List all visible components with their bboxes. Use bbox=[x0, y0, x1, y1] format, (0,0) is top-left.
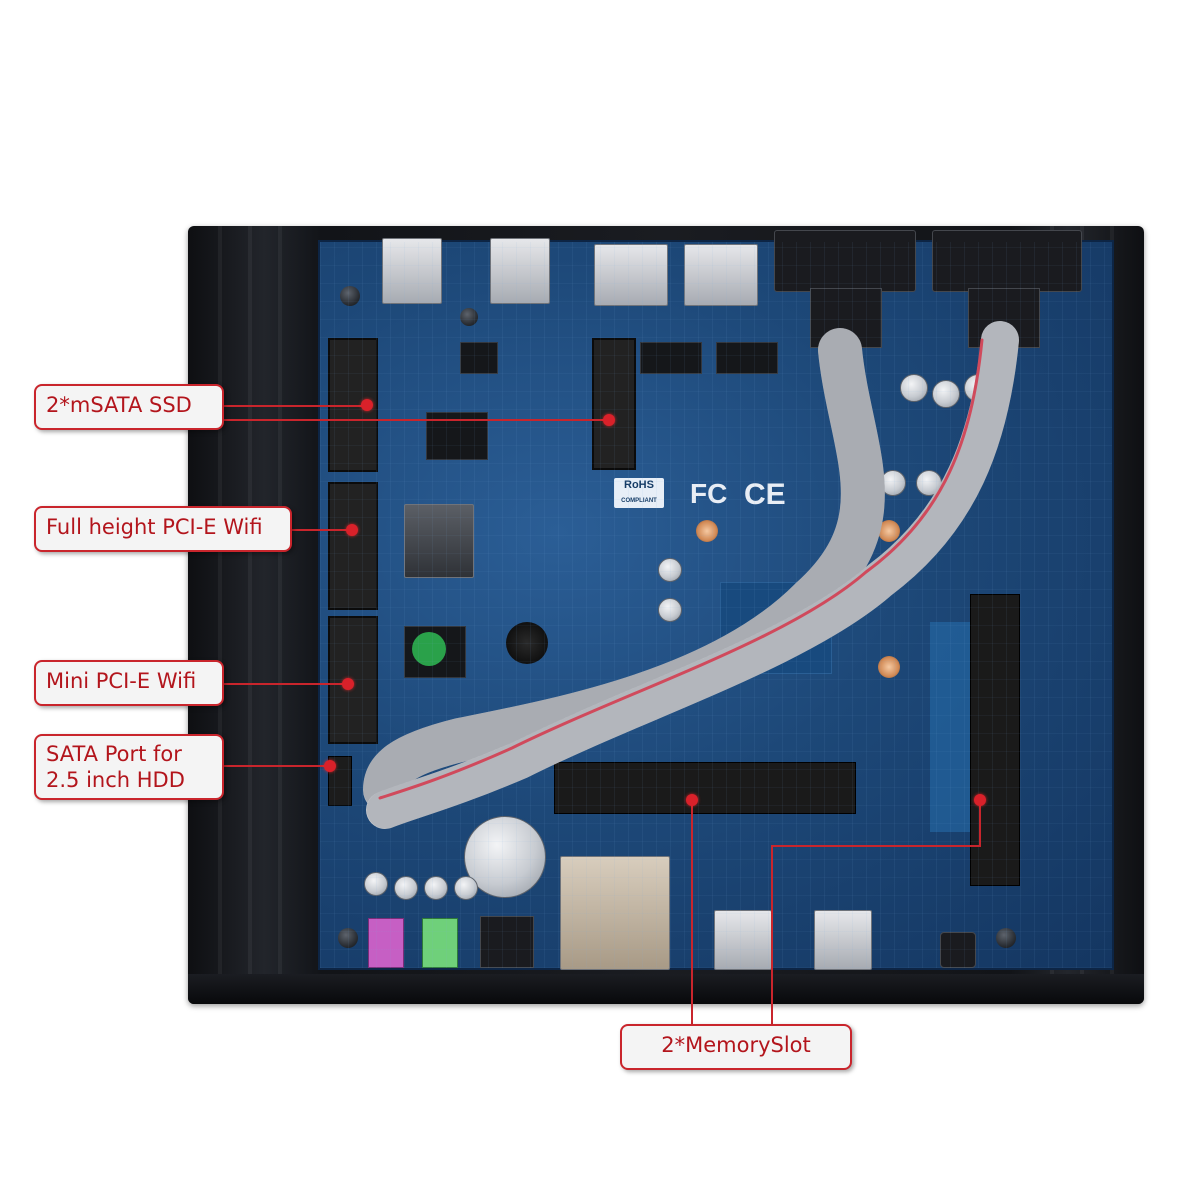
ribbon-cable-texture bbox=[366, 321, 1019, 829]
heatsink-fin bbox=[218, 226, 222, 1004]
callout-sata: SATA Port for 2.5 inch HDD bbox=[34, 734, 224, 800]
pointer-dot bbox=[686, 794, 698, 806]
callout-sata-line1: SATA Port for bbox=[46, 742, 182, 766]
callout-pcie-mini-text: Mini PCI-E Wifi bbox=[46, 669, 197, 693]
ribbon-cable bbox=[366, 321, 1019, 829]
pointer-dot bbox=[603, 414, 615, 426]
callout-msata: 2*mSATA SSD bbox=[34, 384, 224, 430]
pointer-dot bbox=[342, 678, 354, 690]
ribbon-red-stripe bbox=[378, 338, 984, 800]
callout-msata-text: 2*mSATA SSD bbox=[46, 393, 192, 417]
heatsink-fin bbox=[278, 226, 282, 1004]
callout-sata-line2: 2.5 inch HDD bbox=[46, 768, 185, 792]
heatsink-fin bbox=[248, 226, 252, 1004]
callout-pcie-full-text: Full height PCI-E Wifi bbox=[46, 515, 263, 539]
callout-memory: 2*MemorySlot bbox=[620, 1024, 852, 1070]
callout-lines bbox=[222, 405, 981, 1026]
pointer-dot bbox=[346, 524, 358, 536]
callout-memory-text: 2*MemorySlot bbox=[661, 1033, 811, 1057]
callout-pcie-mini: Mini PCI-E Wifi bbox=[34, 660, 224, 706]
callout-line-memory bbox=[771, 800, 981, 1026]
enclosure-front-edge bbox=[188, 974, 1144, 1004]
pointer-dot bbox=[324, 760, 336, 772]
pointer-dot bbox=[974, 794, 986, 806]
callout-pcie-full: Full height PCI-E Wifi bbox=[34, 506, 292, 552]
pointer-dot bbox=[361, 399, 373, 411]
